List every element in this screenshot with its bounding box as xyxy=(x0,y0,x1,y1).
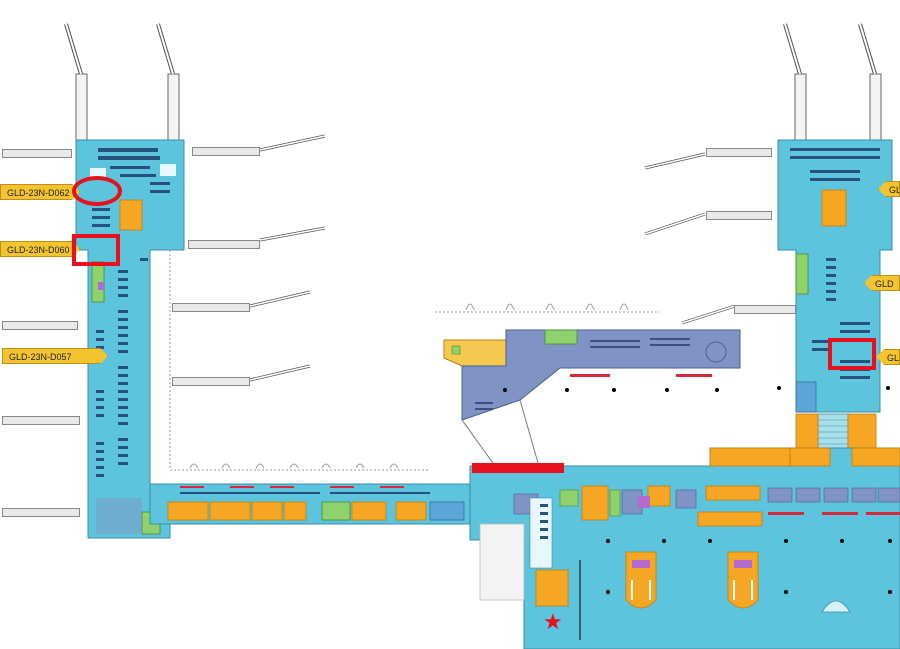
check-in-island xyxy=(625,551,759,609)
jet-bridge xyxy=(75,73,88,143)
main-terminal-hall xyxy=(469,447,900,649)
gate-label xyxy=(2,508,80,517)
shop-area xyxy=(119,199,143,231)
gate-label xyxy=(2,149,72,158)
gate-label-d057: GLD-23N-D057 xyxy=(2,348,108,364)
gate-label xyxy=(2,321,78,330)
gate-label xyxy=(192,147,260,156)
jet-bridge-group-left xyxy=(64,23,180,143)
red-star-icon: ★ xyxy=(543,609,563,634)
central-office-block xyxy=(443,329,890,499)
gate-label-right-middle: GLD xyxy=(864,275,900,291)
gate-label-d060: GLD-23N-D060 xyxy=(0,241,80,257)
jet-bridge-arms-right xyxy=(644,152,736,325)
left-pier xyxy=(75,139,185,539)
gate-label xyxy=(734,305,796,314)
right-pier xyxy=(777,139,893,451)
gate-label-d062: GLD-23N-D062 xyxy=(0,184,80,200)
jet-bridge xyxy=(167,73,180,143)
red-square-highlight-left xyxy=(72,234,120,266)
red-bar-highlight xyxy=(472,463,564,473)
gate-label xyxy=(706,148,772,157)
gate-label xyxy=(706,211,772,220)
jet-bridge-arms-left xyxy=(249,134,326,382)
red-square-highlight-right xyxy=(828,338,876,370)
red-ellipse-highlight xyxy=(72,176,122,206)
gate-label xyxy=(172,303,250,312)
jet-bridge-group-right xyxy=(783,23,882,143)
gate-label xyxy=(2,416,80,425)
jet-bridge xyxy=(794,73,807,143)
gate-label xyxy=(188,240,260,249)
apron-stands xyxy=(189,303,629,469)
jet-bridge xyxy=(869,73,882,143)
gate-label xyxy=(172,377,250,386)
